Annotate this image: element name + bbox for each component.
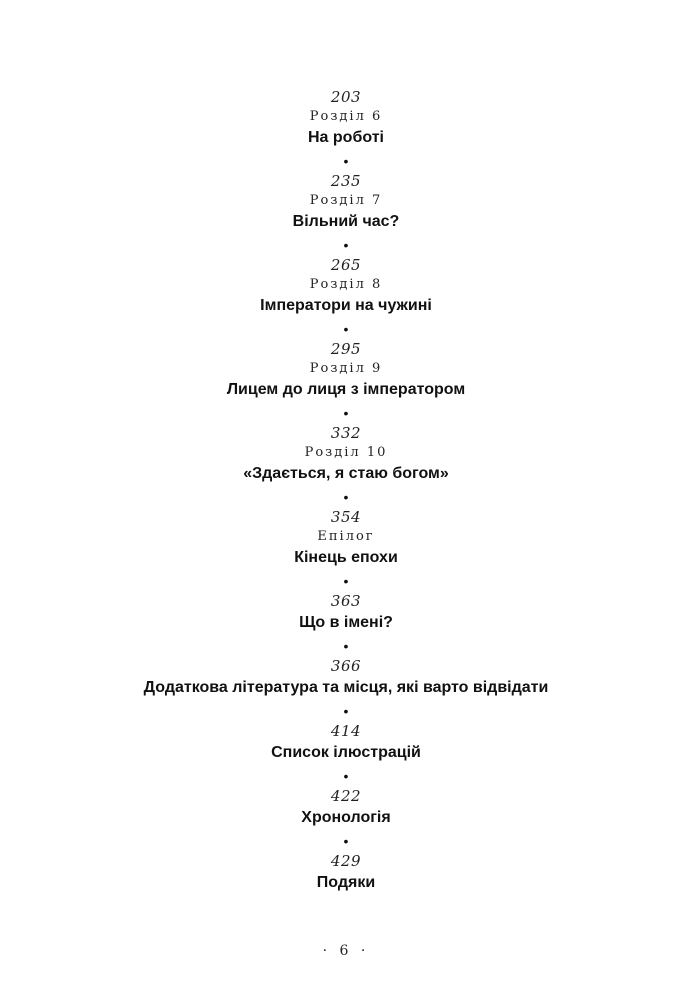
- toc-chapter-title: Кінець епохи: [294, 549, 398, 566]
- toc-entry: 422 Хронологія: [0, 787, 692, 830]
- toc-entry: 295 Розділ 9 Лицем до лиця з імператором: [0, 340, 692, 402]
- toc-page-number: 332: [330, 424, 362, 442]
- toc-chapter-label: Розділ 9: [309, 361, 383, 376]
- toc-chapter-title: Додаткова література та місця, які варто…: [143, 679, 549, 696]
- toc-entry: 354 Епілог Кінець епохи: [0, 508, 692, 570]
- toc-page-number: 265: [330, 256, 362, 274]
- toc-chapter-title: Імператори на чужині: [260, 297, 432, 314]
- page-number-footer: · 6 ·: [322, 943, 370, 959]
- toc-chapter-label: Розділ 8: [309, 277, 383, 292]
- toc-page-number: 422: [330, 787, 362, 805]
- toc-chapter-label: Розділ 7: [309, 193, 383, 208]
- toc-page-number: 235: [330, 172, 362, 190]
- toc-page-number: 295: [330, 340, 362, 358]
- separator-dot: •: [343, 405, 349, 421]
- toc-entry: 265 Розділ 8 Імператори на чужині: [0, 256, 692, 318]
- toc-entry: 332 Розділ 10 «Здається, я стаю богом»: [0, 424, 692, 486]
- toc-chapter-title: Список ілюстрацій: [271, 744, 421, 761]
- separator-dot: •: [343, 489, 349, 505]
- separator-dot: •: [343, 703, 349, 719]
- toc-entry: 235 Розділ 7 Вільний час?: [0, 172, 692, 234]
- table-of-contents: 203 Розділ 6 На роботі • 235 Розділ 7 Ві…: [0, 88, 692, 895]
- toc-page-number: 203: [330, 88, 362, 106]
- toc-chapter-title: На роботі: [308, 129, 384, 146]
- toc-page-number: 354: [330, 508, 362, 526]
- toc-chapter-title: Що в імені?: [299, 614, 393, 631]
- toc-entry: 363 Що в імені?: [0, 592, 692, 635]
- toc-chapter-title: Вільний час?: [292, 213, 400, 230]
- toc-page-number: 429: [330, 852, 362, 870]
- separator-dot: •: [343, 833, 349, 849]
- toc-chapter-title: Лицем до лиця з імператором: [226, 381, 466, 398]
- toc-chapter-title: «Здається, я стаю богом»: [243, 465, 449, 482]
- toc-page-number: 414: [330, 722, 362, 740]
- separator-dot: •: [343, 768, 349, 784]
- toc-chapter-title: Подяки: [316, 874, 376, 891]
- separator-dot: •: [343, 153, 349, 169]
- toc-entry: 203 Розділ 6 На роботі: [0, 88, 692, 150]
- separator-dot: •: [343, 237, 349, 253]
- separator-dot: •: [343, 573, 349, 589]
- separator-dot: •: [343, 321, 349, 337]
- toc-page-number: 366: [330, 657, 362, 675]
- toc-chapter-label: Розділ 10: [304, 445, 388, 460]
- toc-entry: 366 Додаткова література та місця, які в…: [0, 657, 692, 700]
- toc-page-number: 363: [330, 592, 362, 610]
- toc-chapter-title: Хронологія: [301, 809, 391, 826]
- toc-chapter-label: Розділ 6: [309, 109, 383, 124]
- toc-entry: 414 Список ілюстрацій: [0, 722, 692, 765]
- separator-dot: •: [343, 638, 349, 654]
- toc-entry: 429 Подяки: [0, 852, 692, 895]
- toc-chapter-label: Епілог: [317, 529, 375, 544]
